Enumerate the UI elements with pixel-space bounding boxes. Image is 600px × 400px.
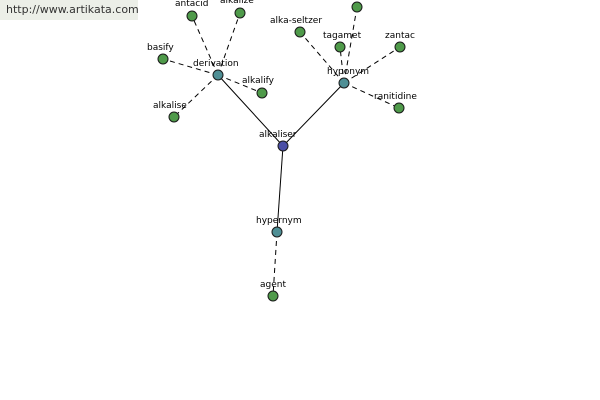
term-node-alkalize[interactable] — [234, 7, 246, 19]
edge-derivation-to-alkalise — [173, 74, 219, 118]
edge-derivation-to-basify — [162, 58, 219, 76]
term-node-ranitidine[interactable] — [393, 102, 405, 114]
graph-labels: antacid alkalize basify alkalify alkalise alk… — [147, 0, 417, 290]
edge-hyponym-to-ranitidine — [343, 82, 400, 109]
term-node-zantac[interactable] — [394, 41, 406, 53]
edge-derivation-to-antacid — [191, 15, 219, 76]
term-label-ranitidine[interactable]: ranitidine — [374, 92, 417, 102]
term-label-alkalize[interactable]: alkalize — [220, 0, 254, 6]
edge-hyponym-to-zantac — [343, 46, 401, 84]
relation-label-hyponym[interactable]: hyponym — [327, 67, 369, 77]
edge-hyponym-to-tagamet — [339, 46, 345, 84]
term-node-antacid[interactable] — [186, 10, 198, 22]
relation-node-derivation[interactable] — [212, 69, 224, 81]
edge-derivation-to-alkalify — [217, 74, 263, 94]
term-node-alkalify[interactable] — [256, 87, 268, 99]
url-text[interactable]: http://www.artikata.com — [6, 3, 138, 16]
term-label-tagamet[interactable]: tagamet — [323, 31, 362, 41]
term-label-agent[interactable]: agent — [260, 280, 286, 290]
edge-alkaliser-to-hypernym — [276, 145, 284, 233]
edge-derivation-to-alkalize — [217, 12, 241, 76]
graph-nodes — [157, 1, 406, 302]
term-label-zantac[interactable]: zantac — [385, 31, 415, 41]
relation-label-derivation[interactable]: derivation — [193, 59, 239, 69]
term-node-alka-seltzer[interactable] — [294, 26, 306, 38]
term-label-alkalise[interactable]: alkalise — [153, 101, 187, 111]
term-node-tagamet[interactable] — [334, 41, 346, 53]
edge-hyponym-to-alka-seltzer — [299, 31, 345, 84]
relation-label-hypernym[interactable]: hypernym — [256, 216, 302, 226]
root-node-alkaliser[interactable] — [277, 140, 289, 152]
term-node-unlabeled-top[interactable] — [351, 1, 363, 13]
url-banner[interactable]: http://www.artikata.com — [0, 0, 138, 20]
term-label-alka-seltzer[interactable]: alka-seltzer — [270, 16, 322, 26]
relation-node-hypernym[interactable] — [271, 226, 283, 238]
term-node-agent[interactable] — [267, 290, 279, 302]
relation-node-hyponym[interactable] — [338, 77, 350, 89]
term-node-alkalise[interactable] — [168, 111, 180, 123]
term-node-basify[interactable] — [157, 53, 169, 65]
term-label-alkalify[interactable]: alkalify — [242, 76, 275, 86]
edge-alkaliser-to-hyponym — [282, 82, 345, 147]
root-label-alkaliser[interactable]: alkaliser — [259, 130, 297, 140]
edge-hypernym-to-agent — [272, 231, 278, 297]
graph-edges — [162, 6, 401, 297]
term-label-antacid[interactable]: antacid — [175, 0, 208, 9]
term-label-basify[interactable]: basify — [147, 43, 174, 53]
edge-hyponym-to-unlabeled-top — [343, 6, 358, 84]
edge-alkaliser-to-derivation — [217, 74, 284, 147]
